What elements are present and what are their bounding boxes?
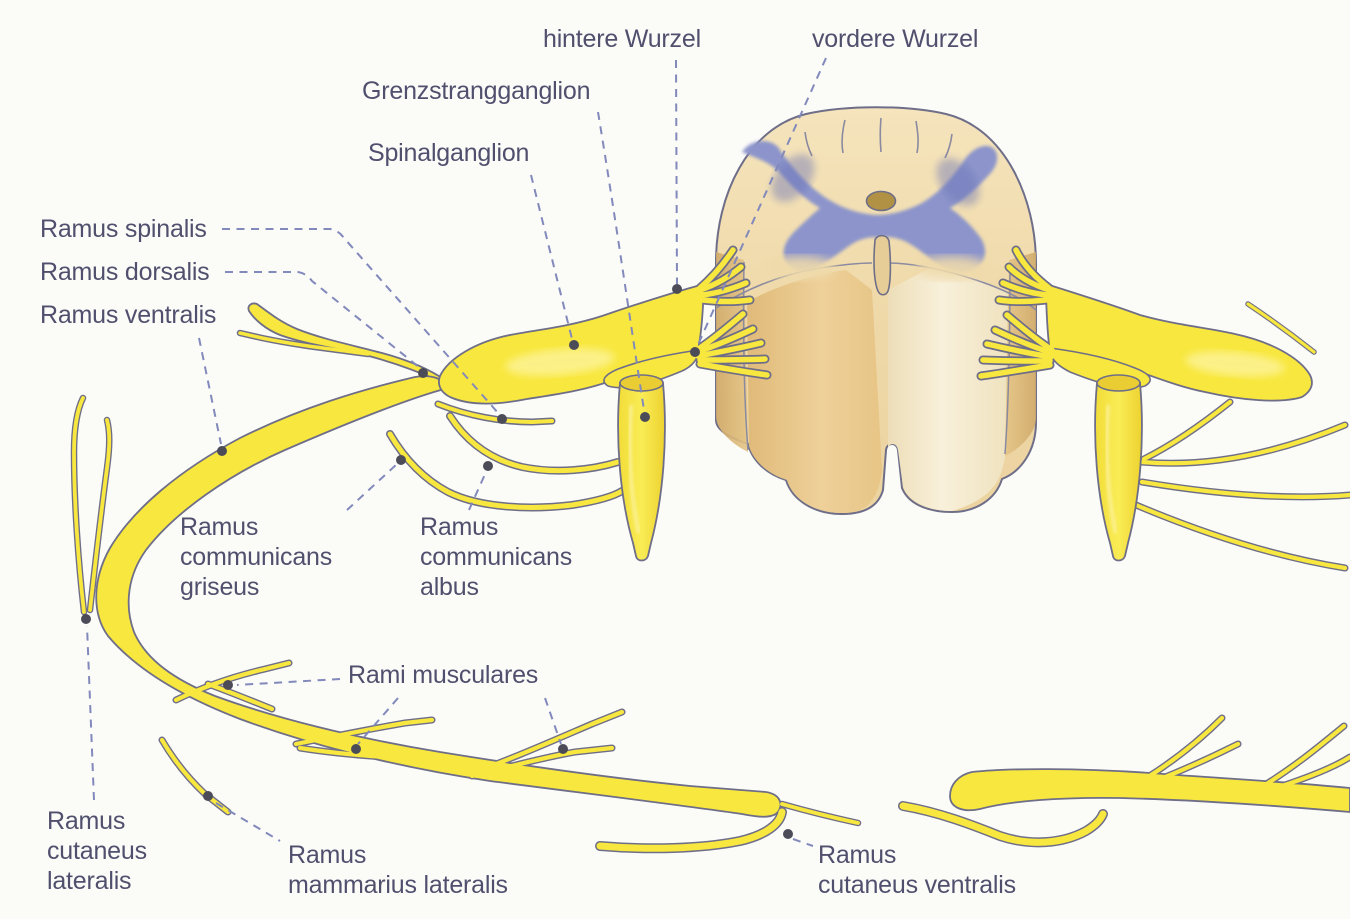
- anchor-dot: [81, 614, 91, 624]
- label-ramus-ventralis: Ramus ventralis: [40, 301, 217, 329]
- anchor-dot: [783, 829, 793, 839]
- leader-vordere-wurzel: [696, 57, 827, 348]
- right-muscular-branches: [1145, 715, 1350, 789]
- white-communicans: [447, 413, 621, 474]
- spinal-ganglion-highlight-right: [1185, 351, 1285, 377]
- leader-grenzstrangganglion: [597, 111, 645, 411]
- leader-mammarius-lateralis: [215, 802, 281, 842]
- label-mammarius-lateralis: Ramus mammarius lateralis: [288, 841, 508, 899]
- anchor-dot: [217, 446, 227, 456]
- label-rami-musculares: Rami musculares: [348, 661, 539, 689]
- gray-communicans: [387, 431, 625, 510]
- label-hintere-wurzel: hintere Wurzel: [543, 25, 701, 53]
- anchor-dot: [497, 414, 507, 424]
- gray-matter-shade-left: [771, 154, 815, 202]
- sympathetic-ganglion-right: [1094, 374, 1143, 562]
- spinal-ganglion-highlight-left: [505, 348, 615, 376]
- label-cutaneus-lateralis: Ramus cutaneus lateralis: [47, 807, 147, 895]
- spinal-nerve-right: [1045, 282, 1313, 402]
- label-spinalganglion: Spinalganglion: [368, 139, 530, 167]
- lateral-cutaneous-b: [88, 418, 112, 612]
- anchor-dot: [223, 680, 233, 690]
- leader-ramus-dorsalis: [225, 271, 421, 369]
- spinal-cord: [715, 106, 1037, 516]
- leader-hintere-wurzel: [675, 59, 678, 285]
- anchor-dots: [81, 284, 793, 839]
- rootlets-right: [978, 247, 1055, 379]
- cord-anterior-column-right: [888, 268, 1008, 511]
- ganglion-body-right: [1094, 376, 1143, 562]
- mammary-branch-outline: [158, 736, 232, 816]
- ventral-ramus: [95, 375, 782, 818]
- leader-cutaneus-ventralis: [792, 838, 814, 847]
- leader-rami-musculares-left: [236, 678, 341, 686]
- ganglion-body-left: [617, 376, 666, 562]
- leader-spinalganglion: [530, 174, 573, 340]
- sympathetic-ganglion-left: [617, 374, 666, 562]
- anchor-dot: [203, 791, 213, 801]
- ganglion-highlight-left: [627, 404, 641, 534]
- leader-rami-musculares-mid: [357, 697, 399, 745]
- lateral-cutaneous-a: [72, 396, 86, 614]
- ganglion-opening-right: [1096, 374, 1141, 392]
- label-vordere-wurzel: vordere Wurzel: [812, 25, 979, 53]
- anterior-median-fissure: [873, 234, 892, 296]
- left-hook-outline: [595, 807, 787, 854]
- cord-anterior-column-left: [747, 270, 882, 513]
- anchor-dot: [569, 340, 579, 350]
- left-hook: [596, 808, 786, 852]
- anchor-dot: [558, 744, 568, 754]
- gray-matter: [742, 140, 998, 271]
- label-grenzstrangganglion: Grenzstrangganglion: [362, 77, 591, 105]
- nerve-branches: [72, 247, 1350, 852]
- rootlets-left: [694, 247, 770, 378]
- leader-cutaneus-lateralis: [86, 625, 95, 801]
- leader-communicans-albus: [468, 471, 487, 511]
- anchor-dot: [418, 368, 428, 378]
- gray-matter-fade-left: [764, 256, 836, 280]
- ganglion-highlight-right: [1104, 404, 1118, 534]
- label-ramus-spinalis: Ramus spinalis: [40, 215, 207, 243]
- label-communicans-griseus: Ramus communicans griseus: [180, 513, 333, 601]
- anchor-dot: [483, 461, 493, 471]
- label-cutaneus-ventralis: Ramus cutaneus ventralis: [818, 841, 1016, 899]
- right-upper-twig: [1246, 302, 1316, 354]
- dorsal-ramus-tip: [238, 331, 370, 356]
- leader-ramus-ventralis: [198, 337, 222, 445]
- meningeal-branch: [436, 402, 554, 425]
- anchor-dot: [690, 347, 700, 357]
- leader-lines: [86, 57, 827, 847]
- anchor-dot: [351, 744, 361, 754]
- ventral-cutaneous-nerve-right: [949, 768, 1350, 813]
- label-ramus-dorsalis: Ramus dorsalis: [40, 258, 210, 286]
- gray-matter-fade-right: [916, 256, 988, 280]
- muscular-branches: [173, 660, 625, 779]
- anchor-dot: [396, 455, 406, 465]
- leader-communicans-griseus: [346, 463, 398, 511]
- label-communicans-albus: Ramus communicans albus: [420, 513, 573, 601]
- left-hook-tip: [780, 802, 860, 825]
- gray-matter-shade-right: [936, 158, 980, 206]
- anchor-dot: [640, 412, 650, 422]
- right-hook: [899, 802, 1107, 846]
- dorsal-sulci-marks: [804, 117, 953, 159]
- leader-ramus-spinalis: [222, 228, 500, 415]
- right-communicans: [1133, 399, 1350, 571]
- anchor-dot: [672, 284, 682, 294]
- central-canal: [865, 190, 897, 212]
